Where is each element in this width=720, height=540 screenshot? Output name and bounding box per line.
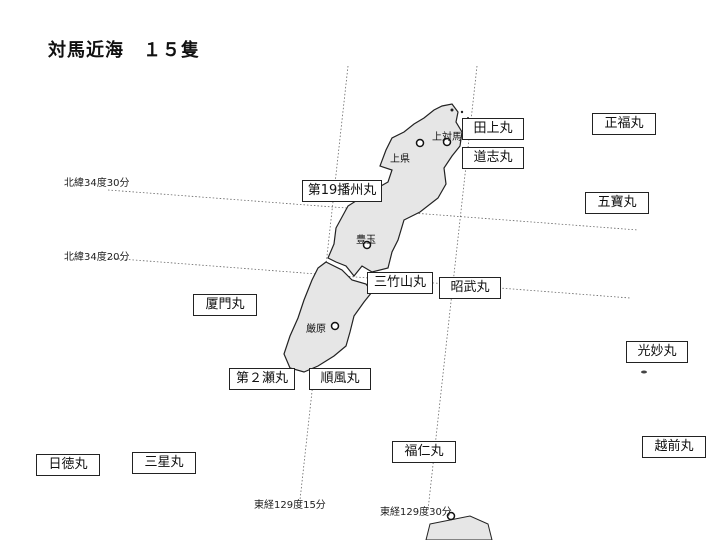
ship-label-dai19-banshu-maru: 第19播州丸 xyxy=(302,180,382,202)
ship-label-amoy-maru: 厦門丸 xyxy=(193,294,257,316)
ship-label-nittoku-maru: 日徳丸 xyxy=(36,454,100,476)
place-marker-kamiagata xyxy=(415,138,425,148)
ship-label-echizen-maru: 越前丸 xyxy=(642,436,706,458)
latitude-line-34-30 xyxy=(107,189,639,231)
place-label-izuhara: 厳原 xyxy=(306,324,326,335)
ship-label-junpu-maru: 順風丸 xyxy=(309,368,371,390)
place-marker-izuhara xyxy=(330,321,340,331)
ship-label-shofuku-maru: 正福丸 xyxy=(592,113,656,135)
ship-label-mitakeyama-maru: 三竹山丸 xyxy=(367,272,433,294)
longitude-label-129-15: 東経129度15分 xyxy=(254,500,326,511)
place-marker-south xyxy=(446,511,456,521)
place-marker-kamitsushima xyxy=(442,137,452,147)
latitude-label-34-20: 北緯34度20分 xyxy=(64,252,130,263)
ship-label-fukuni-maru: 福仁丸 xyxy=(392,441,456,463)
place-label-kamiagata: 上県 xyxy=(390,154,410,165)
longitude-label-129-30: 東経129度30分 xyxy=(380,507,452,518)
ship-label-mitsuboshi-maru: 三星丸 xyxy=(132,452,196,474)
ship-label-shobu-maru: 昭武丸 xyxy=(439,277,501,299)
iki-island-edge xyxy=(425,515,493,540)
ship-label-komyo-maru: 光妙丸 xyxy=(626,341,688,363)
islet xyxy=(450,108,454,112)
islet xyxy=(460,110,464,114)
ship-label-dai2-se-maru: 第２瀬丸 xyxy=(229,368,295,390)
ship-label-doshi-maru: 道志丸 xyxy=(462,147,524,169)
tsushima-north-island xyxy=(327,103,463,277)
longitude-line-129-30 xyxy=(427,65,478,511)
place-label-kamitsushima: 上対馬 xyxy=(432,132,462,143)
latitude-label-34-30: 北緯34度30分 xyxy=(64,178,130,189)
islet xyxy=(641,370,647,374)
ship-label-tagami-maru: 田上丸 xyxy=(462,118,524,140)
tsushima-south-island xyxy=(283,261,373,373)
ship-label-gohou-maru: 五寶丸 xyxy=(585,192,649,214)
map-title: 対馬近海 １５隻 xyxy=(48,40,200,61)
place-label-toyotama: 豊玉 xyxy=(356,235,376,246)
place-marker-toyotama xyxy=(362,240,372,250)
